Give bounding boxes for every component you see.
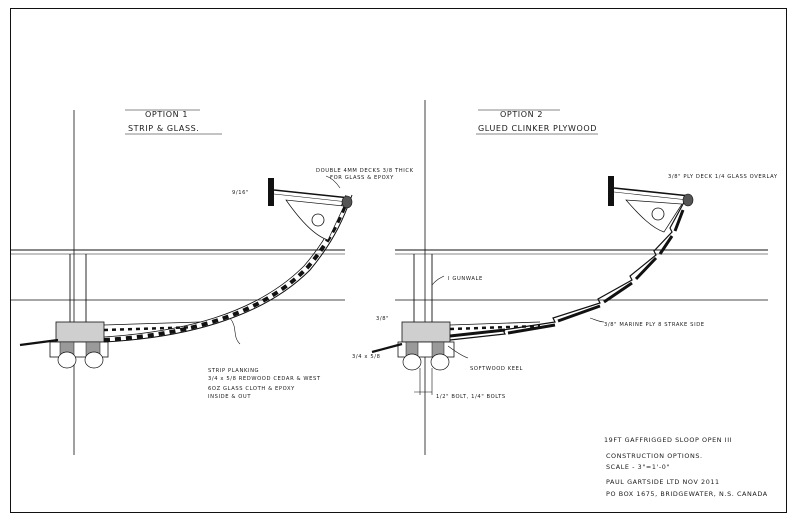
option2-section xyxy=(371,100,768,455)
option1-subtitle: STRIP & GLASS. xyxy=(128,124,199,133)
option1-strip-pattern xyxy=(103,194,351,342)
option1-section xyxy=(10,110,353,455)
option1-deck xyxy=(273,189,351,199)
title-block-line2: CONSTRUCTION OPTIONS. xyxy=(606,452,703,460)
option1-hull-note-2: 3/4 x 5/8 REDWOOD CEDAR & WEST xyxy=(208,376,321,382)
option1-deck-note-2: FOR GLASS & EPOXY xyxy=(330,175,394,181)
option1-deck-coaming xyxy=(268,178,274,206)
option2-subtitle: GLUED CLINKER PLYWOOD xyxy=(478,124,597,133)
option2-plank-laps xyxy=(449,209,685,338)
option1-gunwale xyxy=(341,195,353,209)
option2-deck-note: 3/8" PLY DECK 1/4 GLASS OVERLAY xyxy=(668,174,778,180)
option2-keel-note: SOFTWOOD KEEL xyxy=(470,366,523,372)
title-block-line3: SCALE - 3"=1'-0" xyxy=(606,463,670,471)
option1-title: OPTION 1 xyxy=(145,110,188,119)
option1-knee-hole xyxy=(311,213,325,227)
title-block-line5: PO BOX 1675, BRIDGEWATER, N.S. CANADA xyxy=(606,490,768,498)
option2-dim-note-1: 3/8" xyxy=(376,316,389,322)
option1-hull-note-4: INSIDE & OUT xyxy=(208,394,251,400)
title-block-line4: PAUL GARTSIDE LTD NOV 2011 xyxy=(606,478,720,486)
drawing-border xyxy=(10,8,787,513)
option2-plank-note: 3/8" MARINE PLY 8 STRAKE SIDE xyxy=(604,322,705,328)
option1-keel-block xyxy=(55,321,105,343)
option2-bolt-note: 1/2" BOLT, 1/4" BOLTS xyxy=(436,394,506,400)
option2-dim-note-2: 3/4 x 5/8 xyxy=(352,354,380,360)
title-block-line1: 19FT GAFFRIGGED SLOOP OPEN III xyxy=(604,436,732,444)
option1-hull-outer xyxy=(103,194,353,343)
option1-garboard xyxy=(19,338,59,347)
option2-garboard xyxy=(371,342,403,354)
option2-knee-hole xyxy=(651,207,665,221)
option2-deck-coaming xyxy=(608,176,614,206)
option2-gunwale-note: I GUNWALE xyxy=(448,276,483,282)
option1-deck-note: DOUBLE 4MM DECKS 3/8 THICK xyxy=(316,168,414,174)
option2-hull-clinker xyxy=(449,194,689,341)
option1-hull-note-3: 6OZ GLASS CLOTH & EPOXY xyxy=(208,386,295,392)
option2-title: OPTION 2 xyxy=(500,110,543,119)
option2-keel-block xyxy=(401,321,451,343)
option1-hull-note-1: STRIP PLANKING xyxy=(208,368,259,374)
option2-gunwale xyxy=(682,193,694,207)
option2-deck xyxy=(613,187,691,197)
option1-dim-note: 9/16" xyxy=(232,190,249,196)
title-block: 19FT GAFFRIGGED SLOOP OPEN III CONSTRUCT… xyxy=(604,436,768,498)
